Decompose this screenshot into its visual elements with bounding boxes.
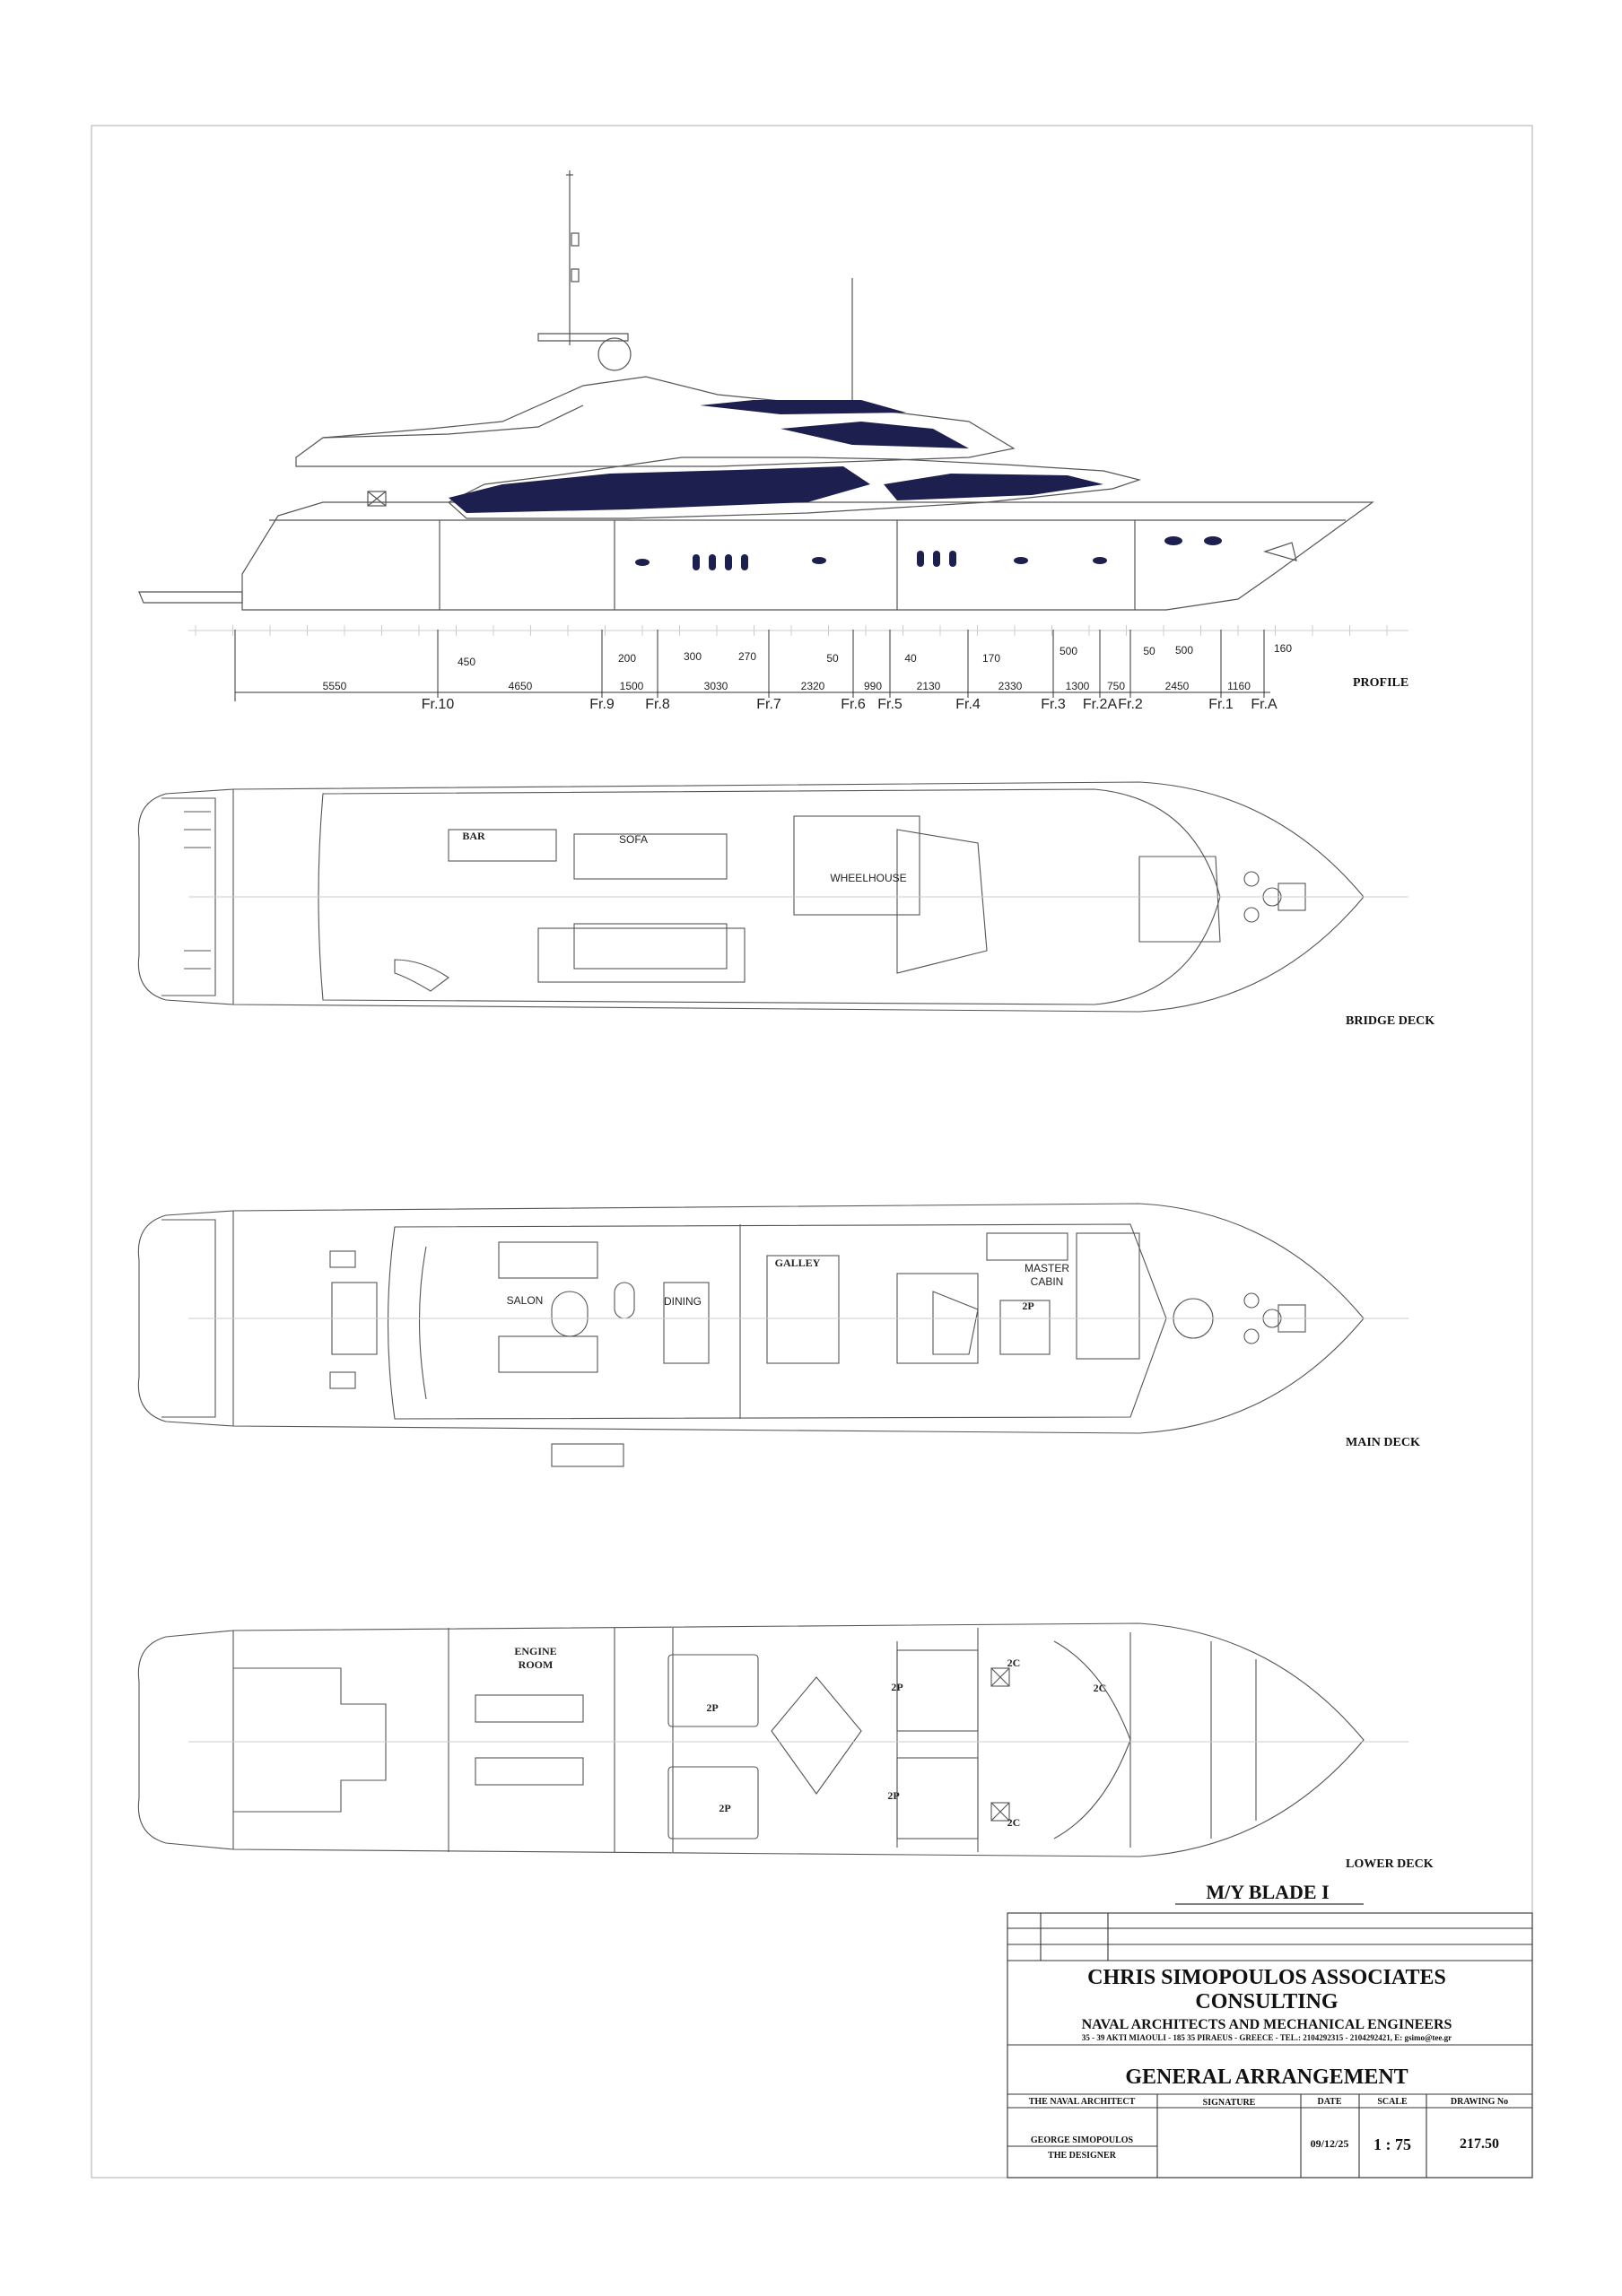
lower-deck-label: LOWER DECK — [1346, 1857, 1434, 1871]
upper-dimension: 450 — [458, 656, 475, 668]
master-cabin-label-1: MASTER — [1025, 1262, 1069, 1274]
signature-header: SIGNATURE — [1203, 2098, 1256, 2108]
frame-label: Fr.A — [1251, 697, 1278, 712]
frame-axis-ticks — [195, 625, 1388, 636]
galley-label: GALLEY — [775, 1257, 821, 1269]
vessel-name: M/Y BLADE I — [1206, 1881, 1329, 1903]
architect-name: GEORGE SIMOPOULOS — [1031, 2135, 1134, 2145]
cabin-berth-label: 2P — [706, 1701, 718, 1714]
wheelhouse-label: WHEELHOUSE — [830, 872, 906, 884]
dining-label: DINING — [664, 1295, 702, 1308]
cabin-berth-label: 2C — [1007, 1816, 1021, 1829]
upper-dimension: 300 — [684, 650, 702, 663]
frame-label: Fr.4 — [955, 697, 981, 712]
main-deck-plan — [137, 1203, 1365, 1467]
lower-dimension: 1300 — [1066, 680, 1090, 692]
lower-dimension: 990 — [864, 680, 882, 692]
master-berth-label: 2P — [1022, 1300, 1033, 1312]
frame-label: Fr.3 — [1041, 697, 1066, 712]
upper-dimension: 270 — [738, 650, 756, 663]
scale-header: SCALE — [1377, 2097, 1408, 2107]
frame-label: Fr.5 — [877, 697, 903, 712]
lower-dimension: 3030 — [704, 680, 728, 692]
profile-view — [138, 170, 1374, 611]
title-block-frame — [1007, 1912, 1533, 2179]
sheet-border — [91, 125, 1533, 2179]
bar-label: BAR — [462, 830, 485, 842]
company-subtitle: NAVAL ARCHITECTS AND MECHANICAL ENGINEER… — [1082, 2017, 1452, 2032]
frame-label: Fr.2A — [1083, 697, 1118, 712]
lower-dimension: 1160 — [1227, 680, 1251, 692]
cabin-berth-label: 2P — [719, 1802, 730, 1814]
engine-room-label-2: ROOM — [519, 1658, 554, 1671]
lower-dimension: 2450 — [1165, 680, 1190, 692]
upper-dimension: 170 — [982, 652, 1000, 665]
drawing-date: 09/12/25 — [1311, 2137, 1349, 2150]
lower-dimension: 2330 — [998, 680, 1023, 692]
profile-navy-glazing — [449, 400, 1103, 513]
sofa-label: SOFA — [619, 833, 648, 846]
upper-dimension: 50 — [1143, 645, 1155, 657]
upper-dimension: 40 — [904, 652, 917, 665]
frame-label: Fr.8 — [645, 697, 670, 712]
company-name: CHRIS SIMOPOULOS ASSOCIATES — [1087, 1966, 1446, 1989]
profile-portholes — [635, 536, 1222, 570]
lower-deck-labels: ENGINE ROOM 2P 2P 2P 2P 2C 2C 2C — [514, 1645, 1106, 1829]
upper-dimension: 160 — [1274, 642, 1292, 655]
lower-dimension: 1500 — [620, 680, 644, 692]
upper-dimension: 500 — [1175, 644, 1193, 657]
dimension-ticks — [437, 630, 1265, 698]
main-deck-label: MAIN DECK — [1346, 1436, 1420, 1449]
lower-dimension: 2320 — [801, 680, 825, 692]
drawing-title: GENERAL ARRANGEMENT — [1125, 2066, 1408, 2089]
lower-dimension: 4650 — [509, 680, 533, 692]
profile-dimensions: 450 200 300 270 50 40 170 500 50 500 160… — [323, 642, 1293, 692]
cabin-berth-label: 2C — [1094, 1682, 1107, 1694]
engine-room-label-1: ENGINE — [514, 1645, 556, 1657]
lower-deck-plan — [137, 1622, 1365, 1857]
main-deck-labels: SALON DINING GALLEY MASTER CABIN 2P — [507, 1257, 1070, 1312]
dimension-lines — [234, 630, 1270, 701]
lower-dimension: 5550 — [323, 680, 347, 692]
frame-label: Fr.7 — [756, 697, 781, 712]
title-block-text: CHRIS SIMOPOULOS ASSOCIATES CONSULTING N… — [1029, 1966, 1508, 2161]
naval-architect-header: THE NAVAL ARCHITECT — [1029, 2097, 1136, 2107]
upper-dimension: 200 — [618, 652, 636, 665]
upper-dimension: 50 — [826, 652, 839, 665]
upper-dimension: 500 — [1060, 645, 1077, 657]
bridge-deck-labels: BAR SOFA WHEELHOUSE — [462, 830, 906, 884]
cabin-berth-label: 2C — [1007, 1657, 1021, 1669]
company-consulting: CONSULTING — [1195, 1990, 1338, 2013]
profile-label: PROFILE — [1353, 676, 1408, 690]
cabin-berth-label: 2P — [891, 1681, 903, 1693]
lower-dimension: 750 — [1107, 680, 1125, 692]
bridge-deck-label: BRIDGE DECK — [1346, 1014, 1435, 1028]
drawing-scale: 1 : 75 — [1373, 2135, 1411, 2153]
drawing-number: 217.50 — [1460, 2136, 1499, 2152]
drawing-no-header: DRAWING No — [1451, 2097, 1508, 2107]
frame-label: Fr.1 — [1208, 697, 1234, 712]
frame-label: Fr.2 — [1118, 697, 1143, 712]
designer-label: THE DESIGNER — [1048, 2151, 1117, 2161]
lower-dimension: 2130 — [917, 680, 941, 692]
frame-label: Fr.6 — [841, 697, 866, 712]
frame-label: Fr.10 — [422, 697, 455, 712]
frame-labels: Fr.10 Fr.9 Fr.8 Fr.7 Fr.6 Fr.5 Fr.4 Fr.3… — [422, 697, 1278, 712]
date-header: DATE — [1317, 2097, 1341, 2107]
frame-label: Fr.9 — [589, 697, 615, 712]
company-address: 35 - 39 AKTI MIAOULI - 185 35 PIRAEUS - … — [1082, 2033, 1452, 2042]
cabin-berth-label: 2P — [887, 1789, 899, 1802]
master-cabin-label-2: CABIN — [1031, 1275, 1064, 1288]
salon-label: SALON — [507, 1294, 544, 1307]
